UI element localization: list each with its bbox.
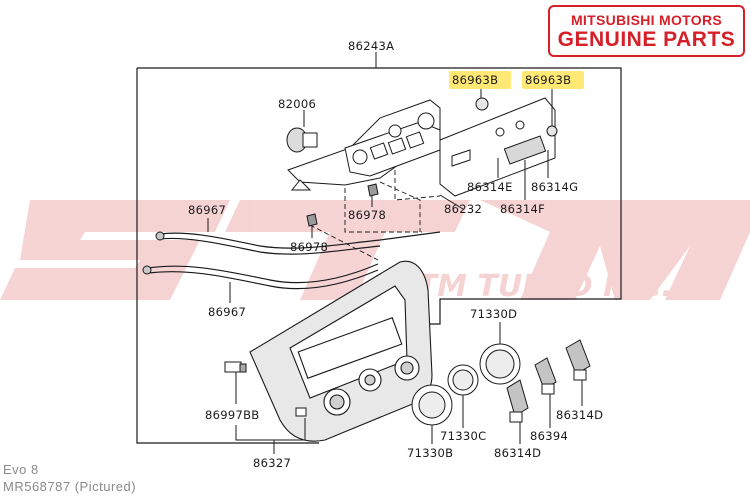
callout-82006[interactable]: 82006	[278, 97, 316, 111]
knob-bezel-71330c	[447, 364, 479, 396]
callout-86314f[interactable]: 86314F	[500, 202, 545, 216]
callout-86243a[interactable]: 86243A	[348, 39, 394, 53]
watermark: STM TUNED INC.	[0, 200, 750, 304]
callout-86963b-right[interactable]: 86963B	[525, 73, 571, 87]
badge-title: GENUINE PARTS	[557, 28, 736, 51]
clip-86997bb	[224, 361, 307, 417]
highlight-86963b-left	[449, 71, 511, 89]
callout-86314e[interactable]: 86314E	[467, 180, 513, 194]
callout-71330d[interactable]: 71330D	[470, 307, 517, 321]
callout-71330b[interactable]: 71330B	[407, 446, 453, 460]
callout-86394[interactable]: 86394	[530, 429, 568, 443]
callout-71330c[interactable]: 71330C	[440, 429, 486, 443]
callout-86967-bottom[interactable]: 86967	[208, 305, 246, 319]
actuator-82006	[286, 110, 318, 153]
callout-86978-left[interactable]: 86978	[290, 240, 328, 254]
assembly-guides	[309, 170, 441, 261]
badge-brand: MITSUBISHI MOTORS	[570, 12, 723, 28]
highlight-86963b-right	[522, 71, 584, 89]
callout-86997bb[interactable]: 86997BB	[205, 408, 259, 422]
callout-86963b-left[interactable]: 86963B	[452, 73, 498, 87]
switch-panel	[439, 97, 558, 197]
callout-86314g[interactable]: 86314G	[531, 180, 578, 194]
callout-86978-center[interactable]: 86978	[348, 208, 386, 222]
watermark-subtext: STM TUNED INC.	[395, 269, 673, 304]
callout-86967-top[interactable]: 86967	[188, 203, 226, 217]
knob-86314d-right	[565, 339, 591, 381]
knob-86314d-bottom	[506, 379, 529, 423]
control-cables-86967	[147, 231, 441, 290]
callout-86232[interactable]: 86232	[444, 202, 482, 216]
footer-part-ref: MR568787 (Pictured)	[3, 479, 137, 494]
knob-bezel-71330d	[479, 343, 521, 385]
callout-86314d-bottom[interactable]: 86314D	[494, 446, 541, 460]
clip-86978	[306, 183, 379, 227]
knob-86394	[534, 357, 557, 395]
genuine-parts-badge: MITSUBISHI MOTORS GENUINE PARTS	[548, 5, 745, 57]
callout-86314d-right[interactable]: 86314D	[556, 408, 603, 422]
center-panel-bezel	[249, 260, 433, 442]
knob-bezel-71330b	[411, 384, 453, 426]
footer-model: Evo 8	[3, 462, 39, 477]
callout-86327[interactable]: 86327	[253, 456, 291, 470]
